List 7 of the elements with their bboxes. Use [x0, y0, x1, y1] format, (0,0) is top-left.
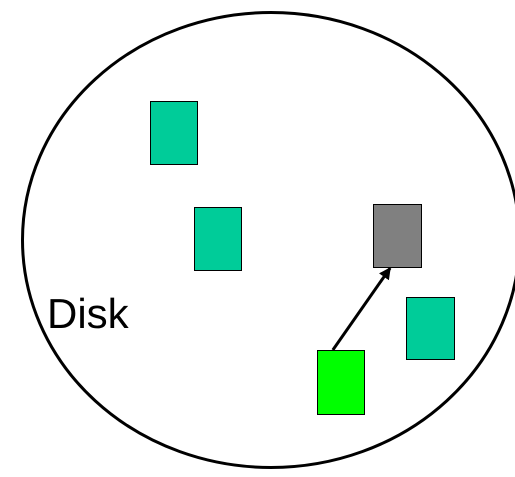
storage-block — [373, 204, 422, 268]
disk-label: Disk — [47, 293, 129, 335]
storage-block — [317, 350, 365, 415]
storage-block — [150, 101, 198, 165]
storage-block — [194, 207, 242, 271]
storage-block — [406, 297, 455, 360]
arrow — [332, 267, 392, 351]
